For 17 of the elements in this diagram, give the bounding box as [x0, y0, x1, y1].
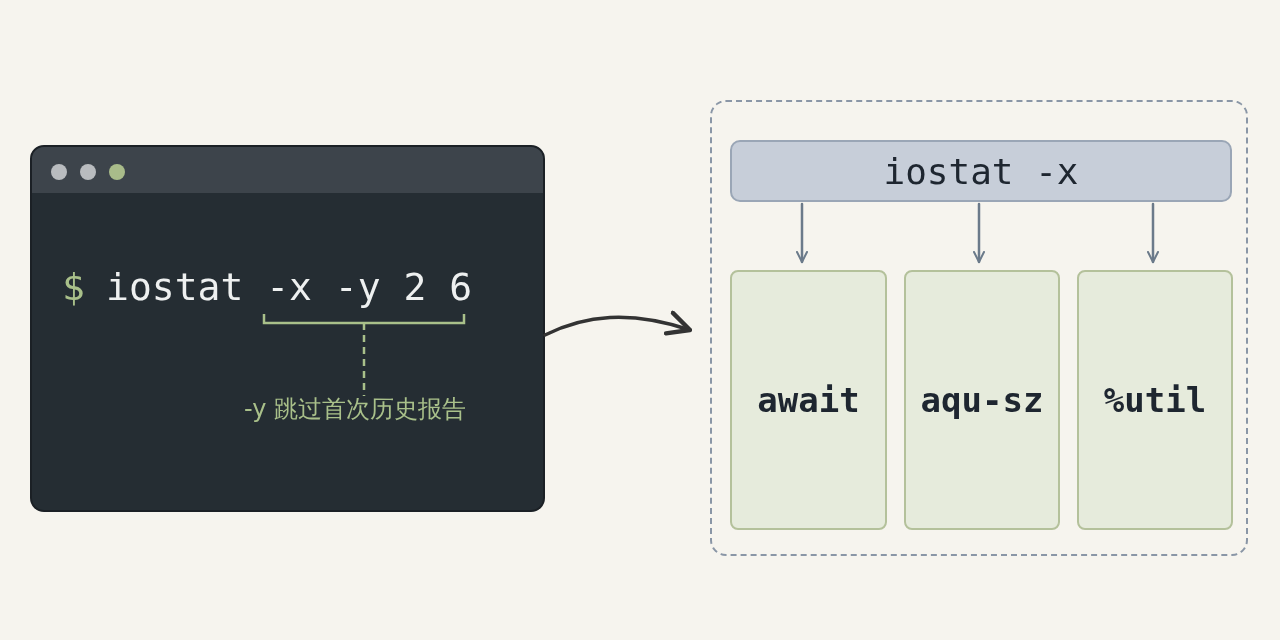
command-text: iostat -x -y 2 6	[106, 265, 473, 309]
arrow	[973, 202, 985, 264]
metric-label: %util	[1103, 380, 1207, 420]
arrow	[543, 311, 693, 337]
arrow	[1147, 202, 1159, 264]
metric-card	[904, 270, 1060, 530]
arrow	[796, 202, 808, 264]
metric-card	[730, 270, 887, 530]
command-header	[730, 140, 1232, 202]
terminal-window	[30, 145, 545, 512]
metric-label: await	[757, 380, 860, 420]
annotation-text: -y 跳过首次历史报告	[244, 394, 467, 425]
header-text: iostat -x	[883, 150, 1079, 192]
group-frame	[710, 100, 1248, 556]
metric-label: aqu-sz	[920, 380, 1044, 420]
metric-card	[1077, 270, 1233, 530]
prompt-symbol: $	[62, 265, 85, 309]
